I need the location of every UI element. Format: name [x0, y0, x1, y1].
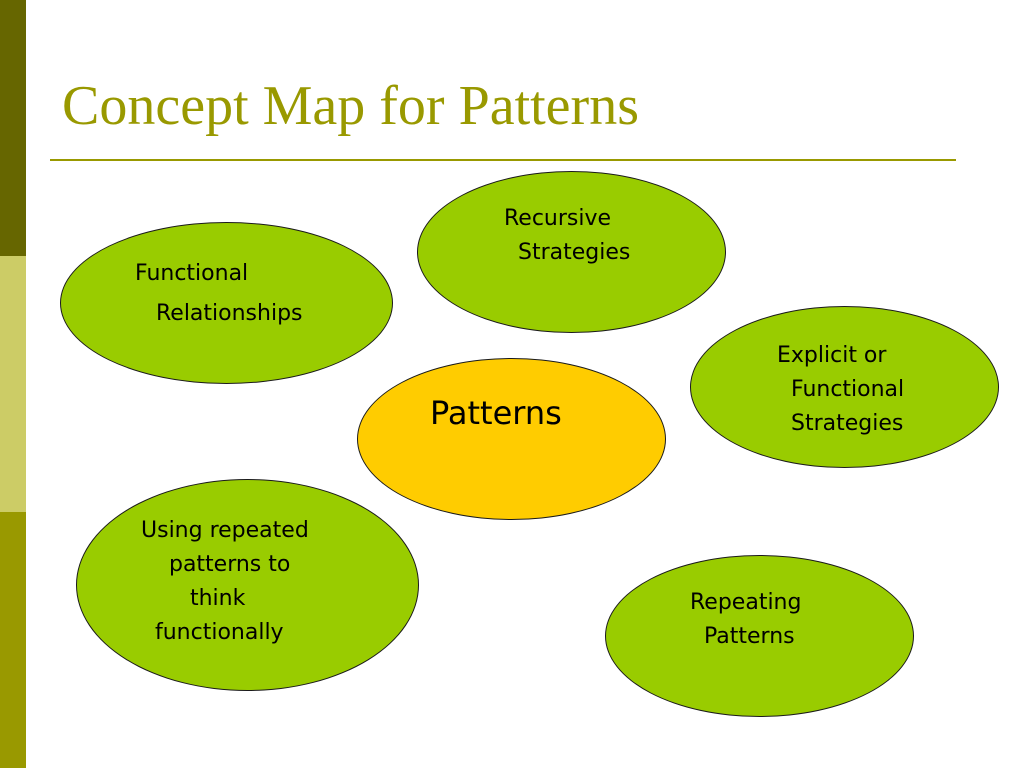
node-label: Repeating Patterns	[690, 590, 802, 649]
title-divider	[50, 159, 956, 161]
sidebar-band-mid	[0, 512, 26, 768]
node-patterns-center: Patterns	[357, 358, 666, 520]
node-explicit-functional-strategies: Explicit or Functional Strategies	[690, 306, 999, 468]
sidebar-band-light	[0, 256, 26, 512]
node-repeating-patterns: Repeating Patterns	[605, 555, 914, 717]
node-label: Explicit or Functional Strategies	[777, 343, 905, 436]
slide-title: Concept Map for Patterns	[62, 75, 639, 137]
node-label: Functional Relationships	[135, 261, 303, 326]
sidebar-decoration	[0, 0, 26, 768]
node-recursive-strategies: Recursive Strategies	[417, 171, 726, 333]
sidebar-band-dark	[0, 0, 26, 256]
node-label: Using repeated patterns to think functio…	[141, 518, 309, 645]
node-functional-relationships: Functional Relationships	[60, 222, 393, 384]
node-using-repeated-patterns: Using repeated patterns to think functio…	[76, 479, 419, 691]
node-label: Patterns	[430, 394, 562, 432]
node-label: Recursive Strategies	[504, 206, 631, 265]
